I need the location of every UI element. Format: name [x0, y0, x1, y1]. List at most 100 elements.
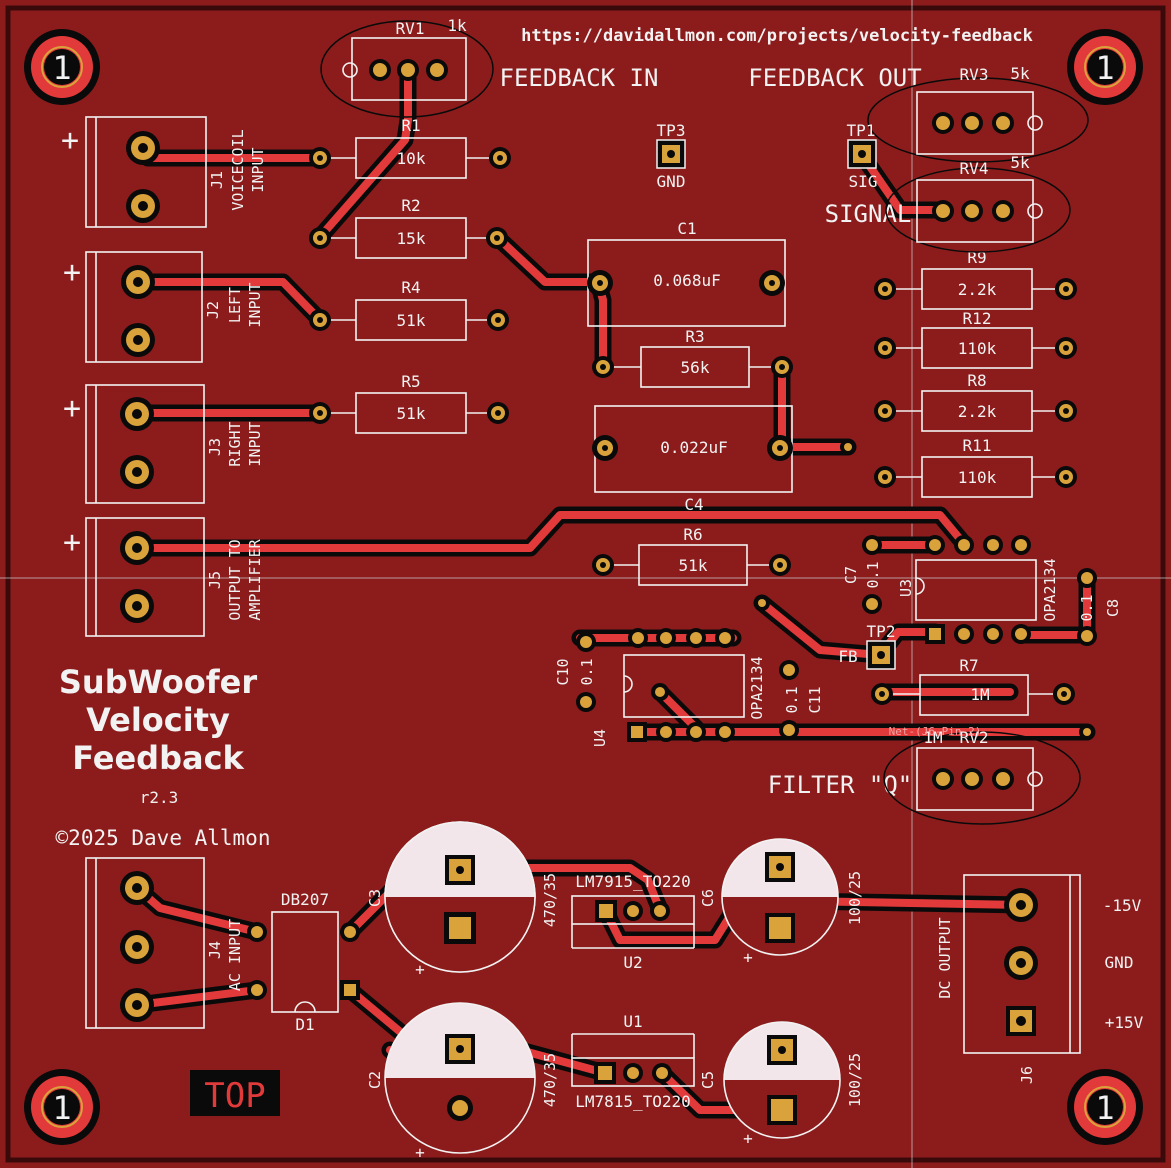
connector-ref: J6 — [1018, 1066, 1036, 1084]
regulator-part: LM7915_TO220 — [575, 872, 691, 891]
ic-ref: U4 — [591, 729, 609, 747]
capacitor-ref: C7 — [842, 566, 860, 584]
capacitor-value: 0.1 — [783, 686, 801, 713]
capacitor-value: 0.068uF — [653, 271, 720, 290]
connector-j5: + J5 OUTPUT TO AMPLIFIER — [63, 517, 264, 637]
resistor-ref: R4 — [401, 278, 420, 297]
capacitor-ref: C5 — [699, 1071, 717, 1089]
connector-label-1: DC OUTPUT — [936, 917, 954, 998]
capacitor-value: 0.022uF — [660, 438, 727, 457]
mounting-hole-bl: 1 — [24, 1069, 100, 1145]
capacitor-ref: C6 — [699, 889, 717, 907]
layer-badge-bg — [190, 1070, 280, 1116]
capacitor-ref: C3 — [366, 889, 384, 907]
capacitor-ref: C4 — [684, 495, 703, 514]
potentiometer-rv3: RV3 5k — [867, 64, 1089, 163]
pot-ref: RV1 — [396, 19, 425, 38]
mount-hole-label: 1 — [1095, 1089, 1114, 1127]
resistor-ref: R1 — [401, 116, 420, 135]
net-label: Net-(J6-Pin_2) — [889, 725, 982, 738]
regulator-ref: U1 — [623, 1012, 642, 1031]
pot-ref: RV4 — [960, 159, 989, 178]
resistor-r9: R9 2.2k — [874, 248, 1077, 310]
ic-ref: U3 — [897, 579, 915, 597]
test-point-label: GND — [657, 172, 686, 191]
connector-label-2: INPUT — [246, 421, 264, 466]
potentiometer-rv2: RV2 1M — [883, 728, 1081, 825]
resistor-value: 1M — [970, 685, 989, 704]
connector-label-1: LEFT — [226, 287, 244, 323]
resistor-ref: R2 — [401, 196, 420, 215]
capacitor-value: 0.1 — [1078, 594, 1096, 621]
pot-value: 1M — [923, 728, 942, 747]
heading-feedback-out: FEEDBACK OUT — [748, 64, 921, 92]
test-point-tp3: TP3 GND — [656, 121, 686, 191]
test-point-tp1: TP1 SIG — [847, 121, 878, 191]
resistor-r2: R2 15k — [309, 196, 508, 259]
resistor-r5: R5 51k — [309, 372, 509, 434]
mount-hole-label: 1 — [1095, 49, 1114, 87]
rectifier-ref: D1 — [295, 1015, 314, 1034]
regulator-part: LM7815_TO220 — [575, 1092, 691, 1111]
resistor-r3: R3 56k — [592, 327, 793, 388]
resistor-r7: R7 1M — [871, 656, 1075, 716]
resistor-ref: R12 — [963, 309, 992, 328]
resistor-value: 10k — [397, 149, 426, 168]
capacitor-c8: 0.1 C8 — [1077, 568, 1122, 646]
board-edge — [5, 5, 1166, 1163]
capacitor-c10: C10 0.1 — [554, 632, 596, 712]
connector-label-2: INPUT — [249, 147, 267, 192]
resistor-r11: R11 110k — [874, 436, 1077, 498]
capacitor-c4: C4 0.022uF — [592, 405, 793, 514]
connector-label-2: INPUT — [246, 282, 264, 327]
resistor-r8: R8 2.2k — [874, 371, 1077, 432]
pot-value: 5k — [1010, 153, 1030, 172]
resistor-value: 2.2k — [958, 402, 997, 421]
connector-j4: J4 AC INPUT — [85, 857, 244, 1029]
project-url: https://davidallmon.com/projects/velocit… — [521, 26, 1033, 46]
heading-feedback-in: FEEDBACK IN — [500, 64, 659, 92]
connector-ref: J5 — [206, 571, 224, 589]
resistor-r6: R6 51k — [592, 525, 791, 586]
connector-label-2: AMPLIFIER — [246, 538, 264, 620]
connector-j3: + J3 RIGHT INPUT — [63, 384, 264, 504]
capacitor-c3: + C3 470/35 — [366, 821, 559, 979]
dc-output-neg: -15V — [1103, 896, 1142, 915]
capacitor-c2: + C2 470/35 — [366, 1002, 559, 1162]
test-point-label: FB — [838, 647, 857, 666]
capacitor-value: 470/35 — [541, 873, 559, 927]
resistor-value: 110k — [958, 339, 997, 358]
test-point-ref: TP1 — [847, 121, 876, 140]
resistor-ref: R7 — [959, 656, 978, 675]
copyright-label: ©2025 Dave Allmon — [56, 826, 271, 850]
capacitor-value: 100/25 — [846, 871, 864, 925]
polarity-plus: + — [63, 255, 81, 290]
polarity-mark: + — [415, 1143, 425, 1162]
capacitor-c5: + C5 100/25 — [699, 1021, 864, 1148]
ic-u4: U4 OPA2134 — [591, 628, 766, 747]
layer-badge: TOP — [204, 1076, 265, 1116]
capacitor-value: 0.1 — [864, 561, 882, 588]
ic-part: OPA2134 — [1041, 558, 1059, 621]
resistor-ref: R6 — [683, 525, 702, 544]
resistor-ref: R11 — [963, 436, 992, 455]
resistor-value: 56k — [681, 358, 710, 377]
revision-label: r2.3 — [140, 788, 179, 807]
pot-ref: RV3 — [960, 65, 989, 84]
resistor-value: 51k — [397, 404, 426, 423]
resistor-r12: R12 110k — [874, 309, 1077, 369]
resistor-value: 51k — [397, 311, 426, 330]
mounting-hole-tr: 1 — [1067, 29, 1143, 105]
regulator-u2: LM7915_TO220 U2 — [571, 872, 695, 972]
connector-ref: J4 — [206, 941, 224, 959]
potentiometer-rv1: RV1 1k — [320, 16, 494, 118]
via-pads — [754, 439, 1095, 740]
mount-hole-label: 1 — [52, 1089, 71, 1127]
capacitor-ref: C8 — [1104, 599, 1122, 617]
resistor-r1: R1 10k — [309, 116, 511, 179]
resistor-ref: R9 — [967, 248, 986, 267]
pot-value: 1k — [447, 16, 467, 35]
resistor-value: 15k — [397, 229, 426, 248]
connector-ref: J1 — [208, 171, 226, 189]
